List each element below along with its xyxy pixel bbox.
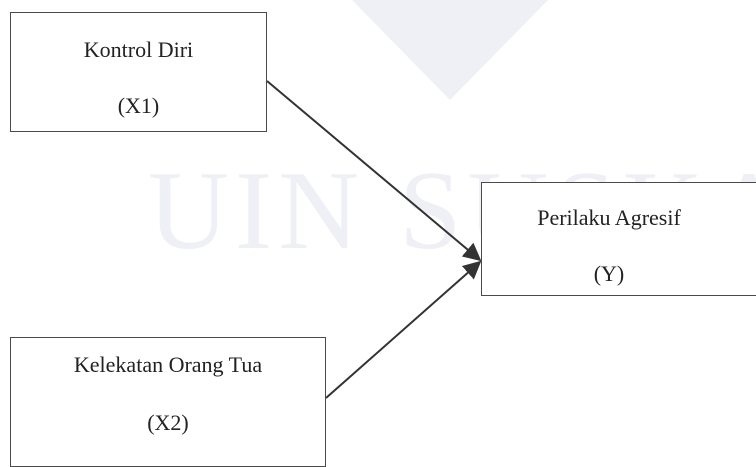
node-x2: Kelekatan Orang Tua (X2)	[10, 337, 326, 467]
node-x2-code: (X2)	[147, 410, 189, 435]
arrow-x1-to-y	[266, 80, 482, 262]
node-x1: Kontrol Diri (X1)	[10, 12, 267, 132]
node-y-label: Perilaku Agresif	[537, 205, 681, 230]
node-y-code: (Y)	[593, 261, 625, 286]
arrows-layer	[266, 80, 482, 399]
arrow-x2-to-y	[325, 260, 482, 399]
node-x2-label: Kelekatan Orang Tua	[73, 352, 263, 377]
node-x1-code: (X1)	[117, 93, 160, 118]
node-y: Perilaku Agresif (Y)	[481, 182, 756, 296]
node-x1-label: Kontrol Diri	[83, 37, 194, 62]
